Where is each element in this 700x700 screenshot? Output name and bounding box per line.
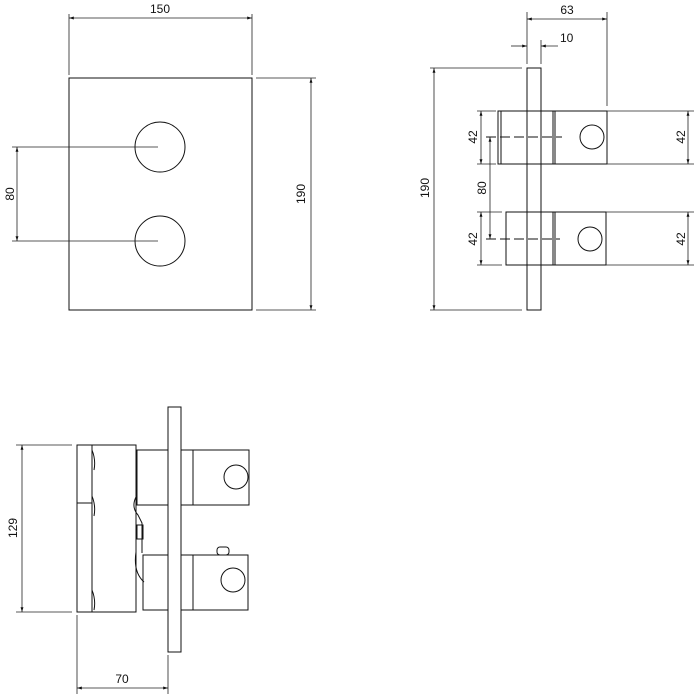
width-label: 150: [150, 2, 170, 16]
installed-plate: [167, 406, 182, 653]
right-bottom-42-label: 42: [674, 232, 688, 246]
front-view: 150 80 190: [3, 2, 316, 311]
side-view: 190 63 10 42 42 80 42 42: [418, 3, 694, 311]
left-bottom-42-label: 42: [466, 232, 480, 246]
upper-handle: [552, 110, 608, 165]
right-top-42-label: 42: [674, 130, 688, 144]
lower-handle: [552, 211, 607, 266]
left-top-42-label: 42: [466, 130, 480, 144]
installed-lower-handle: [192, 554, 249, 611]
side-spacing-label: 80: [475, 181, 489, 195]
valve-body: [76, 444, 137, 613]
plate-thickness-label: 10: [560, 31, 574, 45]
side-plate: [526, 67, 542, 311]
body-height-label: 129: [6, 518, 20, 538]
spacing-label: 80: [3, 187, 17, 201]
cover-plate: [68, 77, 253, 311]
installed-side-view: 129 70: [6, 406, 250, 694]
depth-label: 63: [560, 3, 574, 17]
installation-depth-label: 70: [115, 672, 129, 686]
installed-upper-handle: [192, 449, 250, 506]
height-label: 190: [294, 184, 308, 204]
side-height-label: 190: [418, 178, 432, 198]
